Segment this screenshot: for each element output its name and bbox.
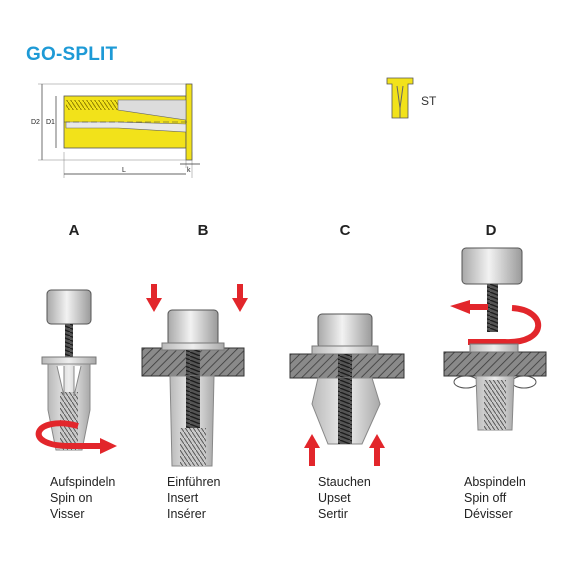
- up-arrow-icon: [304, 434, 320, 448]
- step-a-illustration: [35, 289, 117, 454]
- step-a-caption: Aufspindeln Spin on Visser: [50, 474, 115, 522]
- caption-line: Stauchen: [318, 475, 371, 489]
- caption-line: Visser: [50, 507, 85, 521]
- st-rivet-icon: [386, 77, 414, 119]
- step-a-letter: A: [68, 222, 80, 239]
- caption-line: Einführen: [167, 475, 221, 489]
- caption-line: Dévisser: [464, 507, 513, 521]
- step-b-illustration: [141, 284, 248, 467]
- caption-line: Insérer: [167, 507, 206, 521]
- variant-label: ST: [421, 94, 437, 108]
- dimension-d1: D1: [46, 119, 55, 126]
- step-b-letter: B: [197, 222, 209, 239]
- down-arrow-icon: [232, 298, 248, 312]
- step-c-illustration: [289, 313, 405, 466]
- down-arrow-icon: [146, 298, 162, 312]
- caption-line: Sertir: [318, 507, 348, 521]
- caption-line: Abspindeln: [464, 475, 526, 489]
- step-d-illustration: [443, 247, 547, 431]
- rotate-arrow-icon: [450, 300, 470, 314]
- caption-line: Aufspindeln: [50, 475, 116, 489]
- step-c-caption: Stauchen Upset Sertir: [318, 474, 371, 522]
- caption-line: Insert: [167, 491, 199, 505]
- up-arrow-icon: [369, 434, 385, 448]
- caption-line: Spin on: [50, 491, 93, 505]
- step-d-letter: D: [485, 222, 497, 239]
- dimension-length: L: [122, 167, 126, 174]
- step-c-letter: C: [339, 222, 351, 239]
- step-b-caption: Einführen Insert Insérer: [167, 474, 221, 522]
- step-d-caption: Abspindeln Spin off Dévisser: [464, 474, 526, 522]
- dimension-head: k: [187, 167, 191, 174]
- product-title: GO-SPLIT: [26, 44, 118, 65]
- caption-line: Spin off: [464, 491, 507, 505]
- caption-line: Upset: [318, 491, 351, 505]
- technical-drawing: D2 D1 L k: [31, 83, 200, 178]
- rotate-arrow-icon: [100, 438, 117, 454]
- dimension-d2: D2: [31, 119, 40, 126]
